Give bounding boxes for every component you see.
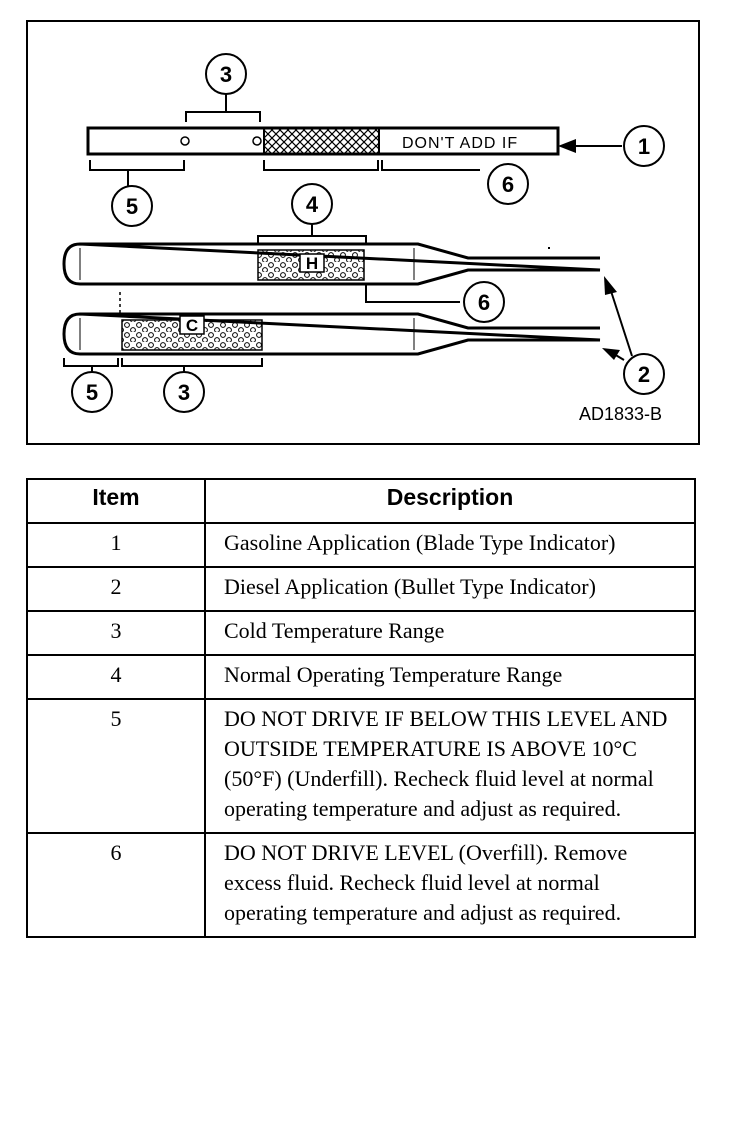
blade-bracket-normal (263, 160, 379, 171)
dipstick-diagram: DON'T ADD IF H (26, 20, 700, 445)
callout-5-bottom: 5 (71, 371, 113, 413)
figure-reference-code: AD1833-B (579, 404, 662, 424)
item-number: 2 (26, 566, 206, 612)
svg-text:6: 6 (478, 290, 490, 315)
bullet-dipstick-upper: H (62, 242, 601, 286)
callout-3-top: 3 (205, 53, 247, 95)
svg-text:5: 5 (86, 380, 98, 405)
item-number: 1 (26, 522, 206, 568)
cold-zone-letter: C (186, 316, 198, 335)
item-description: Normal Operating Temperature Range (204, 654, 696, 700)
bullet-bracket-cold (121, 358, 263, 372)
blade-bracket-cold (185, 94, 261, 122)
svg-text:5: 5 (126, 194, 138, 219)
diesel-arrows (602, 276, 633, 361)
table-row: 5 DO NOT DRIVE IF BELOW THIS LEVEL AND O… (26, 698, 696, 834)
table-header-row: Item Description (26, 478, 696, 524)
table-row: 6 DO NOT DRIVE LEVEL (Overfill). Remove … (26, 832, 696, 938)
item-number: 4 (26, 654, 206, 700)
header-description: Description (204, 478, 696, 524)
bullet-bracket-underfill (63, 358, 119, 372)
svg-text:1: 1 (638, 134, 650, 159)
callout-2: 2 (623, 353, 665, 395)
blade-cold-hole-right (252, 136, 262, 146)
svg-text:2: 2 (638, 362, 650, 387)
callout-6-bottom: 6 (463, 281, 505, 323)
item-number: 5 (26, 698, 206, 834)
blade-label: DON'T ADD IF (402, 135, 518, 152)
header-item: Item (26, 478, 206, 524)
callout-1: 1 (623, 125, 665, 167)
blade-cold-hole-left (180, 136, 190, 146)
hot-zone-letter: H (306, 254, 318, 273)
callout-6-top: 6 (487, 163, 529, 205)
legend-table: Item Description 1 Gasoline Application … (26, 478, 696, 938)
item-description: Gasoline Application (Blade Type Indicat… (204, 522, 696, 568)
item-description: Diesel Application (Bullet Type Indicato… (204, 566, 696, 612)
item-number: 6 (26, 832, 206, 938)
table-row: 3 Cold Temperature Range (26, 610, 696, 656)
svg-text:6: 6 (502, 172, 514, 197)
table-row: 2 Diesel Application (Bullet Type Indica… (26, 566, 696, 612)
bullet-dipstick-lower: C (62, 312, 601, 356)
table-row: 4 Normal Operating Temperature Range (26, 654, 696, 700)
svg-text:3: 3 (220, 62, 232, 87)
item-description: DO NOT DRIVE IF BELOW THIS LEVEL AND OUT… (204, 698, 696, 834)
callout-3-bottom: 3 (163, 371, 205, 413)
item-description: DO NOT DRIVE LEVEL (Overfill). Remove ex… (204, 832, 696, 938)
svg-text:4: 4 (306, 192, 319, 217)
callout-4: 4 (291, 183, 333, 225)
item-number: 3 (26, 610, 206, 656)
blade-normal-zone (263, 127, 380, 155)
blade-bracket-overfill (381, 160, 480, 171)
callout-5-top: 5 (111, 185, 153, 227)
bullet-bracket-overfill (365, 284, 460, 303)
item-description: Cold Temperature Range (204, 610, 696, 656)
svg-text:3: 3 (178, 380, 190, 405)
blade-dipstick: DON'T ADD IF (86, 126, 622, 156)
dipstick-diagram-svg: DON'T ADD IF H (62, 53, 665, 424)
bullet-bracket-normal (257, 222, 367, 244)
table-row: 1 Gasoline Application (Blade Type Indic… (26, 522, 696, 568)
blade-bracket-underfill (89, 160, 185, 186)
